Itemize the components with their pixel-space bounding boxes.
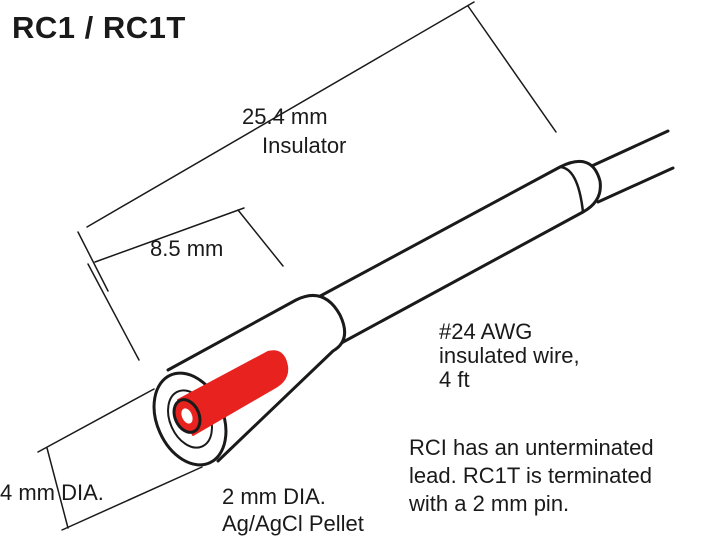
pellet-end-highlight: [181, 408, 193, 424]
insulator-length-label: 25.4 mm: [242, 104, 328, 129]
wire-label-line3: 4 ft: [439, 367, 470, 392]
diagram-title: RC1 / RC1T: [12, 10, 186, 45]
note-line3: with a 2 mm pin.: [409, 491, 570, 516]
agagcl-pellet: [177, 350, 289, 436]
tip-length-label: 8.5 mm: [150, 236, 224, 261]
termination-note: RCI has an unterminated lead. RC1T is te…: [409, 434, 654, 518]
pellet-label-line1: 2 mm DIA.: [222, 484, 326, 509]
insulator-label: Insulator: [262, 133, 347, 158]
lead-wire: [581, 129, 675, 204]
insulator-tube: [309, 159, 602, 349]
dimension-4mm: [37, 388, 203, 531]
note-line2: lead. RC1T is terminated: [409, 463, 652, 488]
wire-label-line1: #24 AWG: [439, 319, 533, 344]
wire-label-line2: insulated wire,: [439, 343, 580, 368]
insulator-end-rim: [558, 165, 585, 214]
pellet-label-line2: Ag/AgCl Pellet: [222, 511, 364, 536]
diameter-label: 4 mm DIA.: [0, 480, 104, 505]
dimension-25-4: [77, 1, 557, 292]
note-line1: RCI has an unterminated: [409, 435, 654, 460]
dimension-8-5: [87, 207, 284, 361]
